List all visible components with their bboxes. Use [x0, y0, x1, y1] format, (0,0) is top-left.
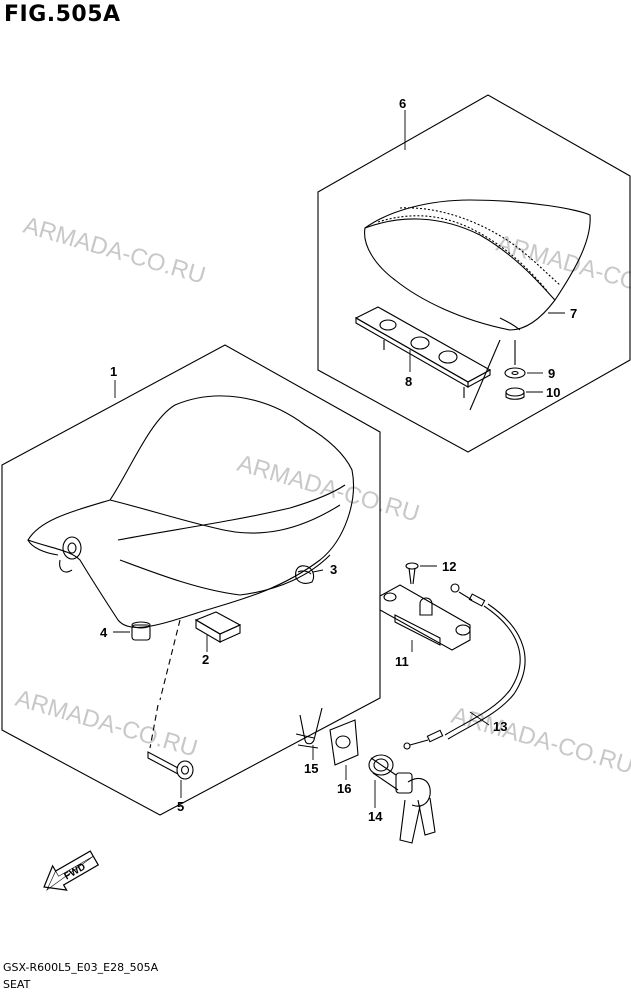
pillion-seat-drawing	[364, 199, 591, 331]
callout-5: 5	[177, 799, 184, 814]
watermarks: ARMADA-CO.RU ARMADA-CO.RU ARMADA-CO.RU A…	[12, 212, 631, 780]
callout-7: 7	[570, 306, 577, 321]
model-code: GSX-R600L5_E03_E28_505A	[3, 961, 159, 974]
callout-11: 11	[395, 654, 409, 669]
watermark-5: ARMADA-CO.RU	[448, 702, 631, 780]
leader-lines	[113, 110, 565, 808]
callout-12: 12	[442, 559, 456, 574]
seat-hook-part-5	[147, 751, 194, 780]
washer-part-9	[504, 367, 526, 379]
callout-15: 15	[304, 761, 318, 776]
seat-pad-part-2	[194, 611, 242, 643]
bracket-part-8	[354, 306, 492, 398]
rider-seat-drawing	[27, 395, 354, 628]
callout-3: 3	[330, 562, 337, 577]
clip-part-15	[295, 707, 323, 749]
callout-14: 14	[368, 809, 383, 824]
callout-13: 13	[493, 719, 507, 734]
lock-cylinder-part-14	[368, 754, 436, 844]
callout-2: 2	[202, 652, 209, 667]
plate-part-16	[329, 719, 359, 766]
seat-lock-cable-part-13	[403, 583, 526, 750]
lock-bracket-part-11	[379, 584, 471, 651]
watermark-1: ARMADA-CO.RU	[20, 212, 208, 290]
rider-seat-group-frame	[1, 344, 381, 816]
nut-part-10	[505, 387, 525, 400]
watermark-3: ARMADA-CO.RU	[234, 450, 422, 528]
pillion-seat-group-frame	[317, 94, 631, 453]
callout-16: 16	[337, 781, 351, 796]
cushion-part-3	[295, 565, 315, 584]
callout-4: 4	[100, 625, 108, 640]
watermark-2: ARMADA-CO.RU	[493, 230, 631, 308]
guide-line	[469, 339, 501, 411]
callout-labels: 1 2 3 4 5 6 7 8 9 10 11 12 13 14 15 16	[100, 96, 577, 824]
guide-line	[149, 704, 159, 749]
callout-6: 6	[399, 96, 406, 111]
section-name: SEAT	[3, 978, 31, 991]
callout-10: 10	[546, 385, 560, 400]
callout-9: 9	[548, 366, 555, 381]
figure-title: FIG.505A	[4, 2, 121, 27]
callout-8: 8	[405, 374, 412, 389]
cushion-part-4	[131, 621, 151, 641]
fwd-arrow: FWD	[43, 850, 100, 891]
guide-line	[159, 619, 181, 701]
callout-1: 1	[110, 364, 117, 379]
screw-part-12	[405, 562, 419, 585]
